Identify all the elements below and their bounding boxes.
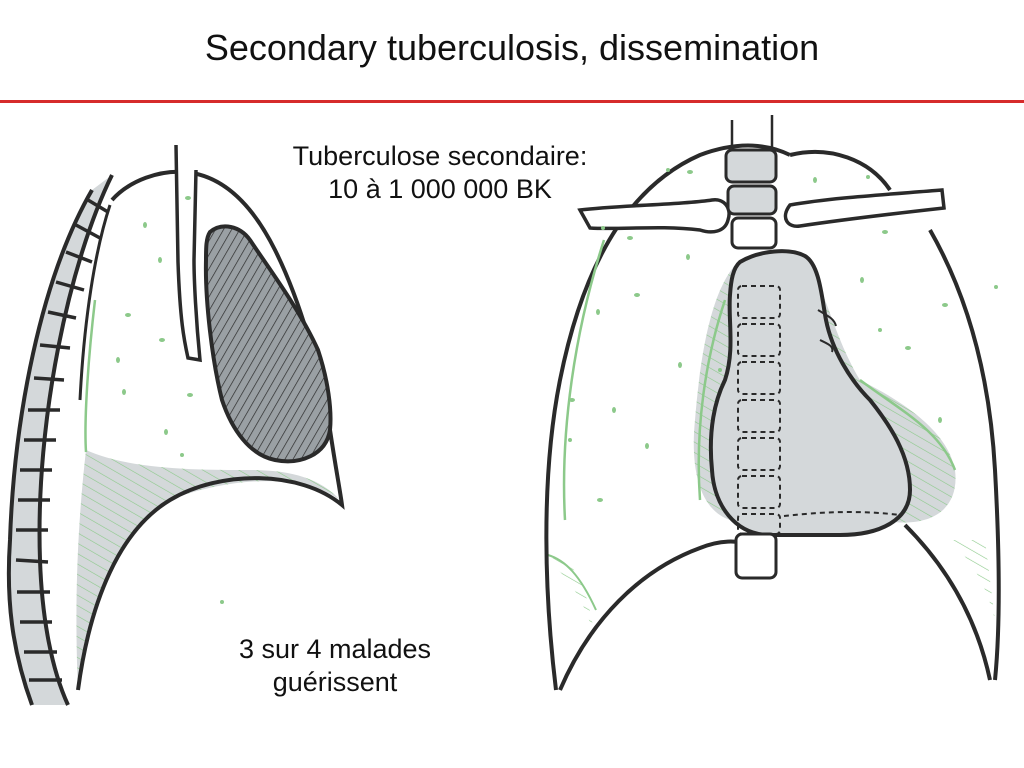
- right-costophrenic-hatch: [950, 540, 995, 620]
- trachea-lateral: [174, 144, 202, 363]
- frontal-lung-outline: [544, 143, 791, 691]
- lateral-lung-outline: [76, 169, 345, 691]
- caption-bottom-line2: guérissent: [272, 667, 398, 697]
- bacilli-count-caption: Tuberculose secondaire: 10 à 1 000 000 B…: [230, 140, 650, 206]
- dissemination-dots-right: [568, 168, 998, 502]
- rib-cage-band: [8, 175, 113, 705]
- caption-top-line1: Tuberculose secondaire:: [292, 141, 588, 171]
- page-title: Secondary tuberculosis, dissemination: [204, 27, 820, 68]
- dissemination-dots-left: [116, 196, 224, 604]
- title-divider: [0, 100, 1024, 103]
- right-clavicle: [783, 188, 946, 228]
- left-clavicle: [577, 198, 731, 234]
- cervical-spine: [724, 115, 778, 250]
- left-costophrenic-hatch: [548, 555, 595, 640]
- lumbar-vertebra: [734, 532, 778, 580]
- frontal-chest-view: [544, 115, 1001, 691]
- mediastinum: [708, 249, 913, 537]
- recovery-caption: 3 sur 4 malades guérissent: [185, 633, 485, 699]
- rib-lines: [15, 198, 109, 682]
- caption-top-line2: 10 à 1 000 000 BK: [328, 174, 552, 204]
- caption-bottom-line1: 3 sur 4 malades: [238, 634, 432, 664]
- lateral-lung-view: [6, 144, 345, 706]
